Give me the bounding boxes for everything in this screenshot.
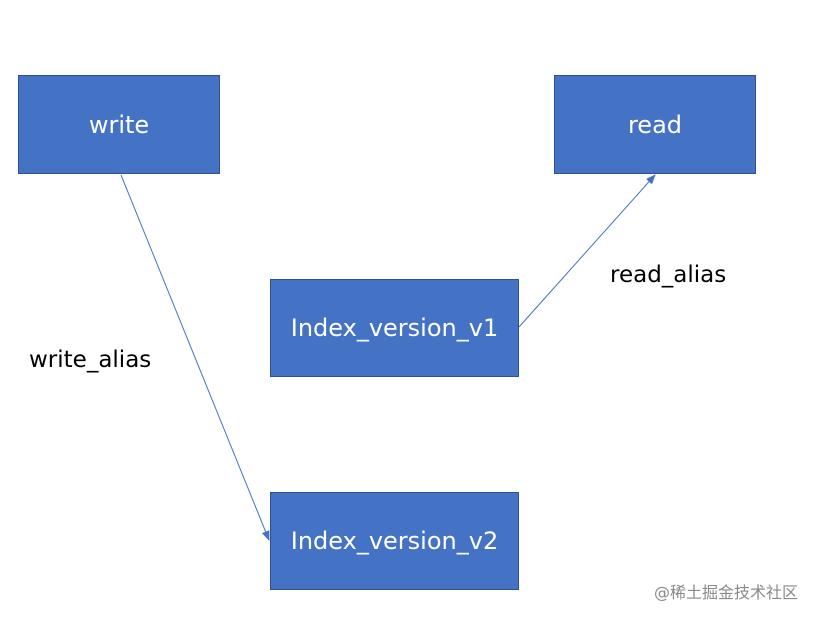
write-node: write [18, 75, 220, 174]
read-alias-label: read_alias [610, 262, 727, 288]
read-alias-arrow [518, 174, 656, 328]
index-version-v2-node: Index_version_v2 [270, 492, 519, 590]
index-version-v2-label: Index_version_v2 [290, 527, 499, 555]
read-node: read [554, 75, 756, 174]
read-node-label: read [627, 110, 683, 139]
watermark: @稀土掘金技术社区 [653, 583, 798, 602]
index-version-v1-label: Index_version_v1 [290, 314, 499, 342]
write-alias-label: write_alias [29, 347, 152, 373]
write-alias-arrow [120, 174, 270, 541]
index-version-v1-node: Index_version_v1 [270, 279, 519, 377]
write-node-label: write [88, 110, 150, 139]
